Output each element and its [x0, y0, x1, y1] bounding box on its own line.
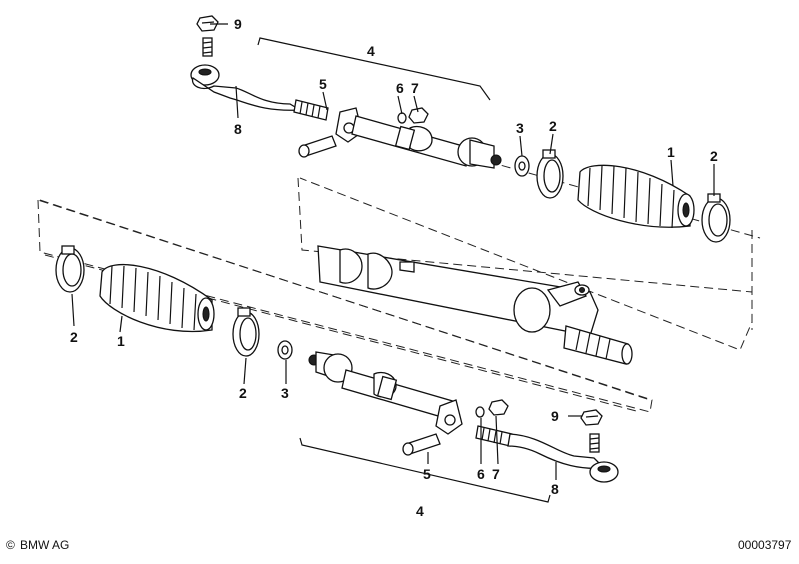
callout-2-upper-left: 2 — [549, 118, 557, 134]
callout-2-upper-right: 2 — [710, 148, 718, 164]
footer: © BMW AG 00003797 — [6, 538, 792, 552]
clamp-bolt-5-lower-icon — [402, 399, 463, 456]
nut-9-upper-icon — [196, 15, 219, 57]
tie-rod-end-8-lower-icon — [507, 433, 619, 483]
nut-washer-6-7-upper-icon — [397, 107, 429, 124]
nut-9-lower-icon — [580, 409, 603, 453]
callout-9-lower: 9 — [551, 408, 559, 424]
lower-tie-rod-assembly — [55, 245, 619, 483]
clamp-2-lower-mid-icon — [232, 307, 260, 357]
callout-1-lower: 1 — [117, 333, 125, 349]
tie-rod-end-8-upper-icon — [190, 64, 303, 111]
brand-label: BMW AG — [20, 538, 69, 552]
washer-3-upper-icon — [514, 155, 530, 177]
callout-8-upper: 8 — [234, 121, 242, 137]
callout-8-lower: 8 — [551, 481, 559, 497]
image-code: 00003797 — [738, 538, 792, 552]
bracket-upper-4 — [257, 37, 491, 101]
frame-lower-left-top — [39, 199, 651, 401]
callout-3-upper: 3 — [516, 120, 524, 136]
callout-7-lower: 7 — [492, 466, 500, 482]
clamp-2-upper-right-icon — [701, 193, 731, 243]
callouts: 9 4 5 6 7 8 3 2 1 2 2 1 2 3 9 5 6 7 8 4 — [70, 16, 718, 519]
callout-7-upper: 7 — [411, 80, 419, 96]
tie-rod-tube-lower-icon — [341, 369, 457, 421]
callout-4-upper: 4 — [367, 43, 375, 59]
callout-5-lower: 5 — [423, 466, 431, 482]
upper-tie-rod-assembly — [190, 15, 731, 243]
callout-2-lower-mid: 2 — [239, 385, 247, 401]
threaded-stud-upper-icon — [293, 99, 329, 121]
callout-5-upper: 5 — [319, 76, 327, 92]
callout-4-lower: 4 — [416, 503, 424, 519]
callout-1-upper: 1 — [667, 144, 675, 160]
clamp-2-lower-left-icon — [55, 245, 85, 293]
clamp-2-upper-left-icon — [536, 149, 564, 199]
callout-6-upper: 6 — [396, 80, 404, 96]
callout-2-lower-left: 2 — [70, 329, 78, 345]
copyright-symbol: © — [6, 538, 15, 552]
callout-3-lower: 3 — [281, 385, 289, 401]
bracket-lower-4 — [299, 437, 551, 503]
leader-lines — [71, 23, 715, 480]
tie-rod-tube-upper-icon — [351, 115, 471, 167]
callout-9-upper: 9 — [234, 16, 242, 32]
boot-1-upper-icon — [577, 164, 695, 229]
inner-ball-joint-upper-icon — [457, 137, 502, 169]
nut-washer-6-7-lower-icon — [475, 399, 509, 418]
boot-1-lower-icon — [99, 263, 215, 333]
washer-3-lower-icon — [277, 340, 293, 360]
callout-6-lower: 6 — [477, 466, 485, 482]
rack-housing — [317, 245, 633, 365]
